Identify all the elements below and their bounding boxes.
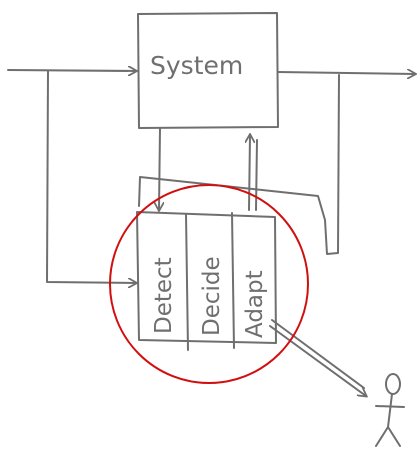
stage-label-decide: Decide [199,256,225,336]
adapt-to-user-arrow [269,325,366,396]
stage-divider-1 [185,213,189,351]
input-arrow [7,70,136,71]
stage-label-adapt: Adapt [242,270,268,338]
output-return-line [138,74,340,255]
stages-box [136,211,277,344]
stage-divider-2 [231,212,235,349]
stick-figure-icon [375,373,405,447]
output-arrow [277,72,415,74]
feedforward-line [46,70,136,283]
stage-label-detect: Detect [151,257,177,334]
highlight-circle [109,184,309,384]
system-box [137,12,279,129]
system-label: System [150,51,243,80]
system-to-monitor-arrow [159,127,160,210]
adapt-to-system-arrow [249,135,250,211]
